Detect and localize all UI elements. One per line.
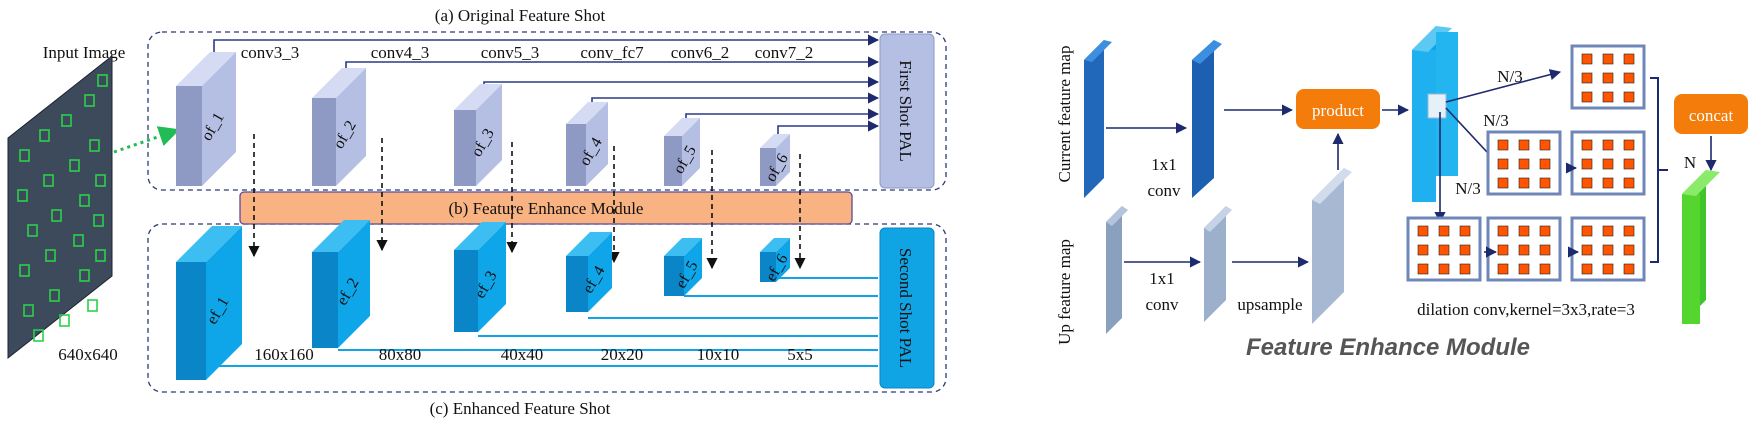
feature-enhance-module-bar [239, 191, 853, 225]
n3-label-middle: N/3 [1483, 111, 1509, 130]
n-label: N [1684, 153, 1696, 172]
up-feature-map-label: Up feature map [1055, 239, 1074, 345]
layer-label-2: conv4_3 [371, 43, 430, 62]
dilation-grid-6 [1570, 216, 1646, 282]
input-image-label: Input Image [43, 43, 126, 62]
size-label-5: 10x10 [697, 345, 740, 364]
of-block-1: of_1 [176, 52, 236, 186]
conv1-label-bottom: conv [1147, 181, 1181, 200]
ef-block-5: ef_5 [664, 238, 702, 296]
layer-label-5: conv6_2 [671, 43, 730, 62]
input-size-label: 640x640 [58, 345, 118, 364]
output-feature-map [1682, 170, 1720, 324]
ef-block-2: ef_2 [312, 220, 370, 348]
layer-label-3: conv5_3 [481, 43, 540, 62]
fem-title: Feature Enhance Module [1246, 334, 1530, 361]
product-box [1296, 89, 1380, 129]
ef-connection-lines [206, 277, 878, 367]
dilation-grid-5 [1486, 216, 1562, 282]
of-block-2: of_2 [312, 68, 366, 186]
concat-label: concat [1689, 106, 1734, 125]
input-image [7, 54, 113, 360]
ef-block-1: ef_1 [176, 226, 242, 380]
first-shot-pal-box [879, 33, 935, 189]
upsampled-slab [1312, 168, 1352, 324]
ef-block-4: ef_4 [566, 232, 612, 312]
size-label-1: 160x160 [254, 345, 314, 364]
branch-arrow-top [1445, 69, 1562, 103]
dilation-grid-3 [1570, 130, 1646, 196]
ef-block-3: ef_3 [454, 222, 506, 332]
layer-label-1: conv3_3 [241, 43, 300, 62]
n3-label-top: N/3 [1497, 67, 1523, 86]
up-feature-map-slab [1106, 206, 1128, 334]
conv1-label-top: 1x1 [1151, 155, 1177, 174]
of-connection-lines [213, 34, 880, 136]
current-feature-map-label: Current feature map [1055, 46, 1074, 183]
size-label-3: 40x40 [501, 345, 544, 364]
product-feature-map [1412, 26, 1458, 202]
caption-enhanced-feature-shot: (c) Enhanced Feature Shot [430, 399, 611, 418]
size-label-4: 20x20 [601, 345, 644, 364]
concat-box [1674, 94, 1748, 134]
caption-feature-enhance-module: (b) Feature Enhance Module [449, 199, 644, 218]
current-conv-slab [1192, 40, 1222, 198]
upsample-label: upsample [1237, 295, 1302, 314]
size-label-2: 80x80 [379, 345, 422, 364]
concat-bracket [1650, 77, 1668, 263]
enhance-dashed-arrows [248, 134, 806, 270]
of-block-3: of_3 [454, 84, 502, 186]
caption-original-feature-shot: (a) Original Feature Shot [435, 6, 606, 25]
layer-label-6: conv7_2 [755, 43, 814, 62]
conv2-label-top: 1x1 [1149, 269, 1175, 288]
second-shot-pal-box [879, 227, 935, 389]
of-block-5: of_5 [664, 118, 700, 186]
second-shot-pal-label: Second Shot PAL [896, 248, 915, 368]
size-label-6: 5x5 [787, 345, 813, 364]
layer-label-4: conv_fc7 [580, 43, 644, 62]
of-block-4: of_4 [566, 102, 608, 186]
face-detection-boxes [17, 74, 108, 342]
up-conv-slab [1204, 206, 1232, 322]
of-block-6: of_6 [760, 134, 792, 186]
n3-label-bottom: N/3 [1455, 179, 1481, 198]
first-shot-pal-label: First Shot PAL [896, 60, 915, 161]
dilation-grid-4 [1406, 216, 1482, 282]
conv2-label-bottom: conv [1145, 295, 1179, 314]
current-feature-map-slab [1084, 40, 1112, 198]
product-label: product [1312, 101, 1364, 120]
input-arrow [113, 126, 180, 154]
first-shot-frame [147, 31, 947, 191]
dilation-conv-label: dilation conv,kernel=3x3,rate=3 [1417, 300, 1635, 319]
dilation-grid-1 [1570, 44, 1646, 110]
dilation-grid-2 [1486, 130, 1562, 196]
